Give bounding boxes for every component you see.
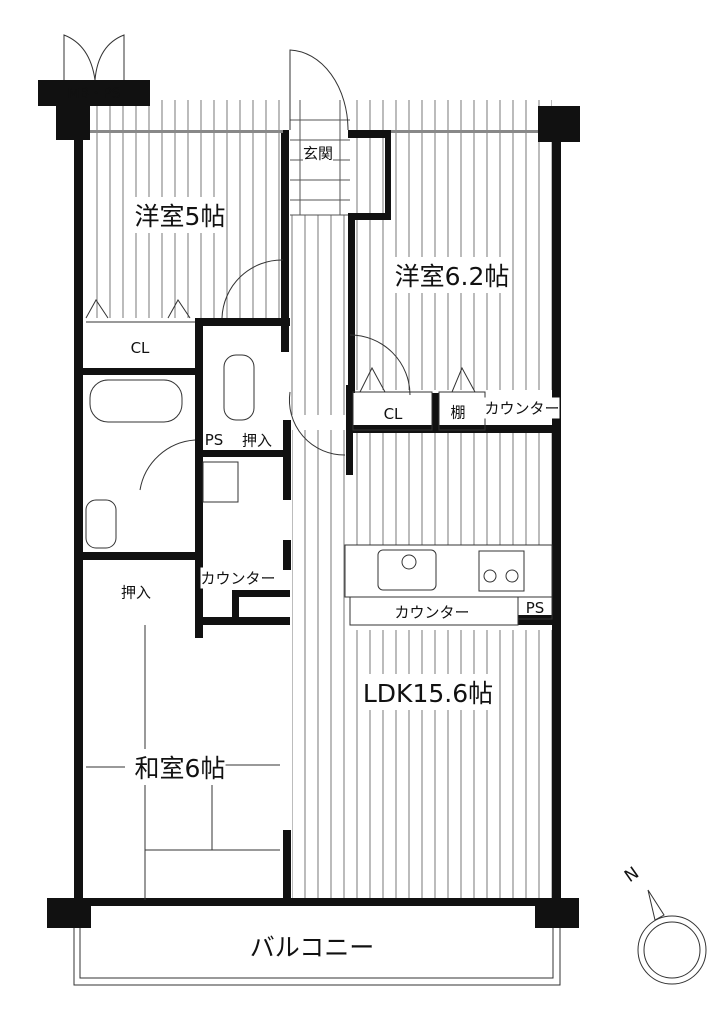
mb-ps-label: MB・PS: [67, 86, 121, 102]
entrance-label: 玄関: [302, 142, 334, 164]
stove: [478, 550, 525, 592]
walls: [38, 80, 580, 928]
compass-icon: [637, 889, 707, 985]
floor-hall: [290, 215, 350, 415]
oshiire-2-label: 押入: [120, 583, 152, 602]
balcony-label: バルコニー: [249, 933, 375, 962]
western-room-5-label: 洋室5帖: [134, 197, 226, 233]
oshiire-1-label: 押入: [241, 431, 273, 450]
sink: [377, 549, 437, 591]
entrance-door: [289, 49, 349, 131]
floor-western-62: [355, 100, 552, 390]
toilet: [223, 354, 255, 421]
ldk-label: LDK15.6帖: [362, 674, 494, 710]
ps-2-label: PS: [525, 599, 545, 617]
ps-1-label: PS: [204, 431, 224, 449]
kitchen-counter-label: カウンター: [394, 603, 470, 622]
floor-ldk: [292, 430, 552, 900]
counter-middle-label: カウンター: [200, 567, 276, 589]
japanese-room-label: 和室6帖: [134, 749, 226, 785]
bathtub: [89, 379, 183, 423]
washbasin: [85, 499, 117, 549]
shelf-label: 棚: [450, 403, 466, 422]
closet-1-label: CL: [130, 339, 150, 357]
closet-2-label: CL: [383, 405, 403, 423]
counter-upper-label: カウンター: [484, 397, 560, 419]
western-room-62-label: 洋室6.2帖: [394, 257, 510, 293]
